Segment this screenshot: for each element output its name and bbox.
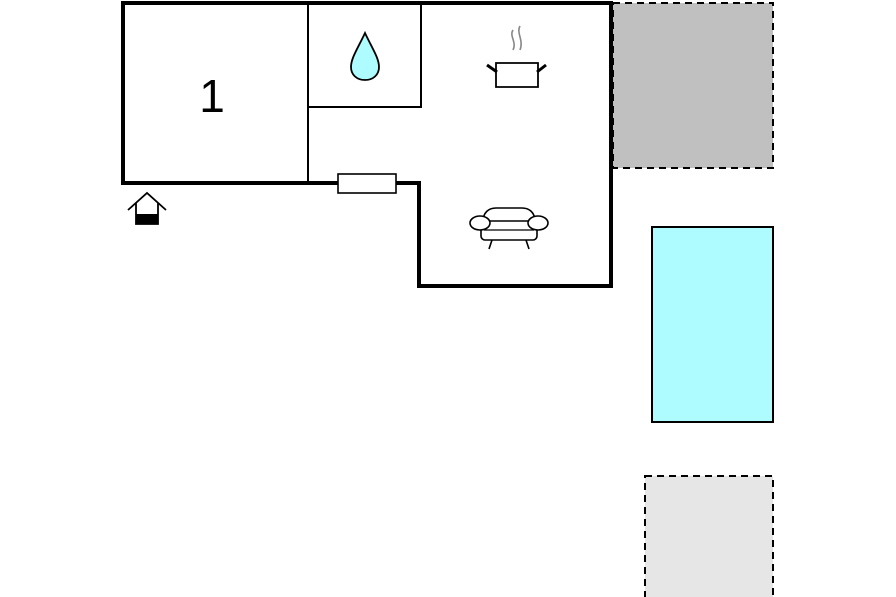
pool-area bbox=[651, 226, 774, 423]
cooking-pot-icon bbox=[486, 25, 547, 88]
sofa-icon bbox=[469, 207, 549, 250]
entrance-icon bbox=[127, 191, 167, 225]
bathroom-wall bbox=[308, 3, 422, 108]
water-drop-icon bbox=[350, 30, 380, 81]
radiator-icon bbox=[337, 173, 397, 194]
terrace-lower-area bbox=[644, 475, 774, 597]
terrace-upper-area bbox=[612, 2, 774, 169]
room-number-label: 1 bbox=[199, 70, 225, 122]
